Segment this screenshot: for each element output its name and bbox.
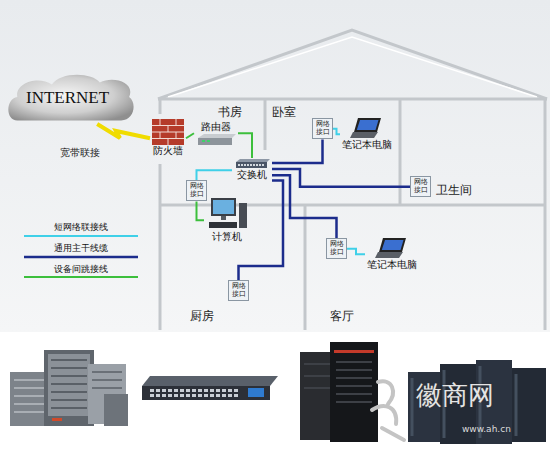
house-walls	[158, 99, 547, 330]
legend-line	[24, 235, 138, 237]
legend-entry: 设备间跳接线	[22, 264, 140, 281]
watermark-logo	[372, 381, 404, 440]
switch-ports	[150, 389, 240, 392]
computer-node: 计算机	[204, 196, 250, 245]
legend-entry: 通用主干线缆	[22, 243, 140, 260]
network-outlet: 网络接口	[312, 118, 333, 139]
node-label: 网络接口	[189, 183, 204, 198]
chassis-switch-photo	[44, 350, 94, 426]
laptop-picture	[375, 237, 409, 259]
room-label: 书房	[218, 104, 242, 121]
house-roof	[158, 30, 547, 99]
broadband-link	[97, 124, 150, 138]
node-label: 交换机	[237, 169, 267, 182]
network-outlet: 网络接口	[326, 238, 347, 259]
router-picture	[196, 134, 236, 146]
trunk-cable	[272, 175, 337, 238]
switch-node: 交换机	[232, 158, 272, 183]
core-switch-photo	[300, 352, 334, 440]
router-icon	[196, 134, 236, 146]
laptop-icon	[375, 237, 409, 259]
node-label: 路由器	[201, 121, 231, 134]
house-roof-inner	[168, 37, 537, 97]
laptop-node: 笔记本电脑	[365, 236, 419, 273]
node-label: 笔记本电脑	[342, 139, 392, 152]
diagram-panel	[0, 0, 550, 332]
node-label: 计算机	[212, 231, 242, 244]
patch-cable	[186, 133, 194, 138]
node-label: 防火墙	[153, 145, 183, 158]
chassis-front	[48, 354, 90, 416]
chassis-slots	[92, 372, 122, 388]
legend-line	[24, 255, 138, 258]
room-label: 卧室	[272, 104, 296, 121]
patch-cable	[197, 201, 205, 220]
switch-picture	[234, 159, 270, 169]
legend-line-sample	[22, 274, 140, 280]
chassis-switch-photo	[104, 394, 128, 426]
legend-line-sample	[22, 233, 140, 239]
trunk-cable	[239, 181, 284, 280]
core-switch-accent	[334, 350, 374, 353]
legend: 短网络联接线通用主干线缆设备间跳接线	[22, 222, 140, 284]
room-label: 客厅	[330, 308, 354, 325]
legend-line-sample	[22, 254, 140, 260]
room-label: 厨房	[190, 308, 214, 325]
cabinet-doors	[412, 366, 516, 438]
network-outlet: 网络接口	[228, 280, 249, 301]
legend-entry: 短网络联接线	[22, 222, 140, 239]
chassis-slots	[14, 380, 48, 412]
watermark-text: www.ah.cn	[462, 424, 511, 434]
computer-icon	[206, 197, 248, 231]
switch-module	[248, 388, 264, 397]
computer-picture	[206, 197, 248, 231]
router-node: 路由器	[194, 120, 238, 147]
laptop-node: 笔记本电脑	[340, 116, 394, 153]
node-label: INTERNET	[26, 88, 109, 108]
core-switch-photo	[330, 342, 378, 442]
firewall-icon	[152, 119, 184, 145]
rack-switch-photo	[142, 386, 270, 400]
laptop-icon	[350, 117, 384, 139]
short-cable	[347, 249, 365, 255]
network-outlet: 网络接口	[410, 176, 431, 197]
switch-icon	[234, 159, 270, 169]
watermark-text: 徽商网	[416, 378, 494, 413]
chassis-accent	[52, 418, 62, 421]
trunk-cable	[272, 139, 323, 163]
legend-text: 设备间跳接线	[54, 264, 108, 275]
short-cable	[333, 129, 340, 135]
patch-cable	[238, 133, 252, 158]
chassis-slots	[51, 360, 87, 408]
legend-text: 通用主干线缆	[54, 243, 108, 254]
node-label: 网络接口	[329, 241, 344, 256]
trunk-cable	[272, 169, 410, 187]
legend-line	[24, 276, 138, 278]
firewall-node: 防火墙	[150, 118, 186, 159]
room-label: 卫生间	[436, 182, 472, 199]
legend-text: 短网络联接线	[54, 222, 108, 233]
switch-ports	[150, 394, 240, 397]
cloud-outline	[8, 75, 133, 121]
node-label: 网络接口	[413, 179, 428, 194]
rack-switch-top	[142, 376, 278, 386]
network-outlet: 网络接口	[186, 180, 207, 201]
internet-cloud: INTERNET	[4, 70, 137, 124]
node-label: 笔记本电脑	[367, 259, 417, 272]
core-switch-slots	[304, 362, 372, 402]
node-label: 网络接口	[231, 283, 246, 298]
firewall-picture	[152, 119, 184, 145]
laptop-picture	[350, 117, 384, 139]
edge-label: 宽带联接	[60, 146, 100, 160]
short-cable	[197, 170, 233, 180]
node-label: 网络接口	[315, 121, 330, 136]
